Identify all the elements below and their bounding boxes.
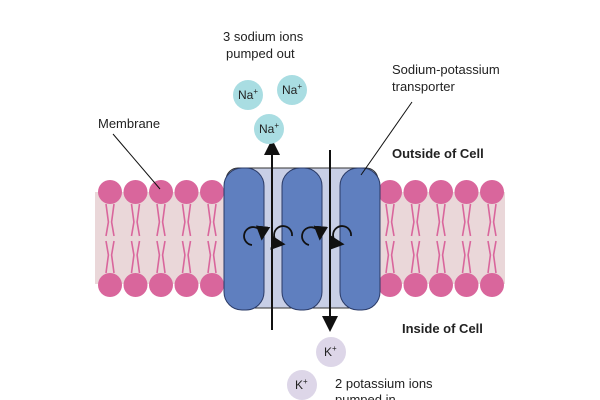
lipid-head	[98, 180, 122, 204]
sodium-label-line2: pumped out	[226, 46, 295, 61]
lipid-tail	[161, 240, 166, 274]
lipid-tail	[487, 240, 492, 274]
lipid-head	[454, 273, 479, 297]
lipid-head	[378, 273, 402, 297]
lipid-tail	[416, 203, 421, 237]
lipid-head	[200, 273, 224, 297]
lipid-tail	[390, 240, 395, 274]
potassium-label-line2: pumped in	[335, 392, 396, 400]
svg-text:Na+: Na+	[238, 87, 258, 102]
lipid-head	[378, 180, 402, 204]
lipid-head	[403, 180, 428, 204]
lipid-tail	[105, 240, 110, 274]
lipid-tail	[390, 203, 395, 237]
lipid-head	[429, 273, 453, 297]
sodium-ion: Na+	[254, 114, 284, 144]
lipid-head	[480, 273, 504, 297]
rotation-arrow-1	[243, 225, 271, 246]
lipid-tail	[461, 203, 466, 237]
lipid-tail	[492, 240, 497, 274]
rotation-arrow-3	[301, 225, 329, 246]
lipid-head	[403, 273, 428, 297]
lipid-tail	[410, 203, 415, 237]
lipid-head	[454, 180, 479, 204]
lipid-tail	[212, 240, 217, 274]
svg-text:Na+: Na+	[282, 82, 302, 97]
lipid-heads	[98, 180, 504, 297]
inside-of-cell-label: Inside of Cell	[402, 321, 483, 336]
lipid-head	[149, 180, 173, 204]
sodium-ion: Na+	[277, 75, 307, 105]
lipid-head	[429, 180, 453, 204]
lipid-tail	[187, 203, 192, 237]
sodium-ion: Na+	[233, 80, 263, 110]
lipid-tail	[136, 203, 141, 237]
lipid-tail	[436, 240, 441, 274]
lipid-head	[123, 180, 148, 204]
lipid-tail	[461, 240, 466, 274]
lipid-tail	[156, 240, 161, 274]
lipid-tail	[436, 203, 441, 237]
lipid-head	[174, 180, 199, 204]
lipid-tail	[136, 240, 141, 274]
lipid-tail	[487, 203, 492, 237]
svg-text:Na+: Na+	[259, 121, 279, 136]
lipid-tail	[181, 203, 186, 237]
lipid-head	[123, 273, 148, 297]
potassium-ion: K+	[287, 370, 317, 400]
lipid-tail	[492, 203, 497, 237]
lipid-tail	[207, 203, 212, 237]
membrane-leader-line	[112, 133, 161, 190]
sodium-label-line1: 3 sodium ions	[223, 29, 304, 44]
outside-of-cell-label: Outside of Cell	[392, 146, 484, 161]
transporter-label-line2: transporter	[392, 79, 456, 94]
svg-text:K+: K+	[295, 377, 308, 392]
lipid-tail	[156, 203, 161, 237]
lipid-tails	[105, 203, 497, 274]
lipid-tail	[441, 240, 446, 274]
lipid-tail	[110, 203, 115, 237]
lipid-head	[174, 273, 199, 297]
rotation-arrow-2	[270, 225, 293, 250]
potassium-ion: K+	[316, 337, 346, 367]
lipid-tail	[187, 240, 192, 274]
lipid-tail	[212, 203, 217, 237]
membrane-label: Membrane	[98, 116, 160, 131]
rotation-arrow-4	[329, 225, 352, 250]
svg-text:K+: K+	[324, 344, 337, 359]
lipid-tail	[416, 240, 421, 274]
lipid-tail	[181, 240, 186, 274]
lipid-tail	[467, 203, 472, 237]
lipid-head	[98, 273, 122, 297]
lipid-tail	[441, 203, 446, 237]
transporter-label-line1: Sodium-potassium	[392, 62, 500, 77]
lipid-head	[149, 273, 173, 297]
transporter-subunit-right	[339, 167, 381, 311]
lipid-tail	[161, 203, 166, 237]
lipid-tail	[130, 203, 135, 237]
transporter-leader-line	[360, 101, 413, 176]
lipid-tail	[467, 240, 472, 274]
lipid-tail	[410, 240, 415, 274]
lipid-tail	[110, 240, 115, 274]
rotation-arrows	[243, 225, 352, 250]
lipid-tail	[385, 240, 390, 274]
potassium-label-line1: 2 potassium ions	[335, 376, 433, 391]
lipid-tail	[130, 240, 135, 274]
lipid-tail	[207, 240, 212, 274]
lipid-tail	[385, 203, 390, 237]
lipid-tail	[105, 203, 110, 237]
lipid-head	[480, 180, 504, 204]
lipid-head	[200, 180, 224, 204]
